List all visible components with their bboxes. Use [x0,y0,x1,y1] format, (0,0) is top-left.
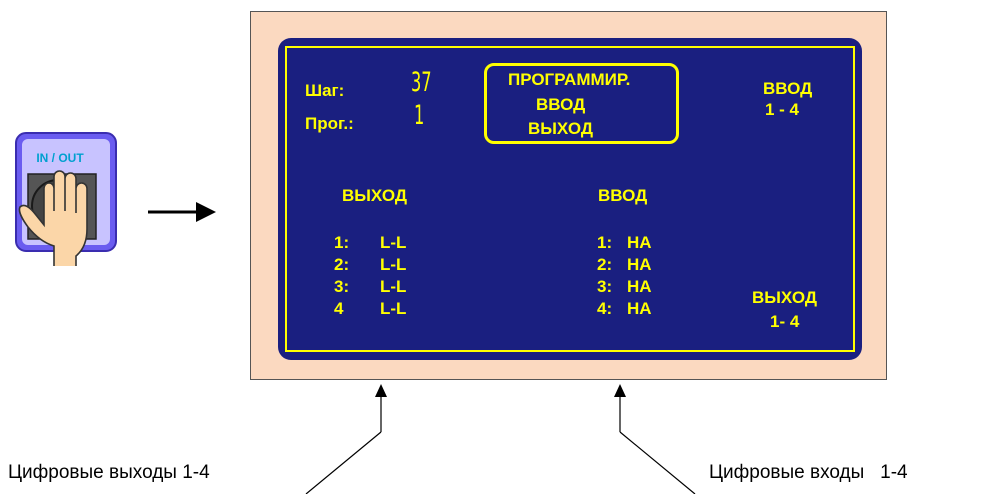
input-row-2-num: 2: [597,255,613,274]
arrow-right-icon [148,202,216,222]
digital-outputs-caption: Цифровые выходы 1-4 [8,462,210,483]
step-value: 37 [411,67,432,98]
input-row-4-num: 4: [597,299,613,318]
step-label: Шаг: [305,81,345,100]
display-screen [278,38,862,360]
mode-input: ВВОД [536,95,586,114]
output-row-4-value: L-L [380,299,407,318]
output-row-2-num: 2: [334,255,350,274]
prog-label: Прог.: [305,114,354,133]
input-row-4-value: НА [627,299,652,318]
button-label: IN / OUT [36,151,84,165]
inputs-arrow-head [614,384,626,397]
prog-value: 1 [414,100,425,131]
inputs-callout-arrow [619,395,696,494]
output-row-4-num: 4 [334,299,344,318]
outputs-header: ВЫХОД [342,186,407,205]
input-row-1-value: НА [627,233,652,252]
inputs-header: ВВОД [598,186,648,205]
output-row-1-value: L-L [380,233,407,252]
output-softkey-label[interactable]: ВЫХОД [752,288,817,307]
output-row-1-num: 1: [334,233,350,252]
mode-output: ВЫХОД [528,119,593,138]
output-row-3-value: L-L [380,277,407,296]
in-out-button[interactable]: IN / OUT [14,131,118,272]
input-softkey-label[interactable]: ВВОД [763,79,813,98]
input-row-2-value: НА [627,255,652,274]
output-softkey-range[interactable]: 1- 4 [770,312,800,331]
outputs-callout-arrow [305,395,382,494]
mode-program: ПРОГРАММИР. [508,70,631,89]
output-row-3-num: 3: [334,277,350,296]
input-row-3-num: 3: [597,277,613,296]
mode-box [484,63,679,144]
hand-press-icon [15,132,117,272]
screen-frame [285,46,855,352]
output-row-2-value: L-L [380,255,407,274]
input-row-1-num: 1: [597,233,613,252]
input-softkey-range[interactable]: 1 - 4 [765,100,800,119]
digital-inputs-caption: Цифровые входы 1-4 [709,462,908,483]
outputs-arrow-head [375,384,387,397]
input-row-3-value: НА [627,277,652,296]
